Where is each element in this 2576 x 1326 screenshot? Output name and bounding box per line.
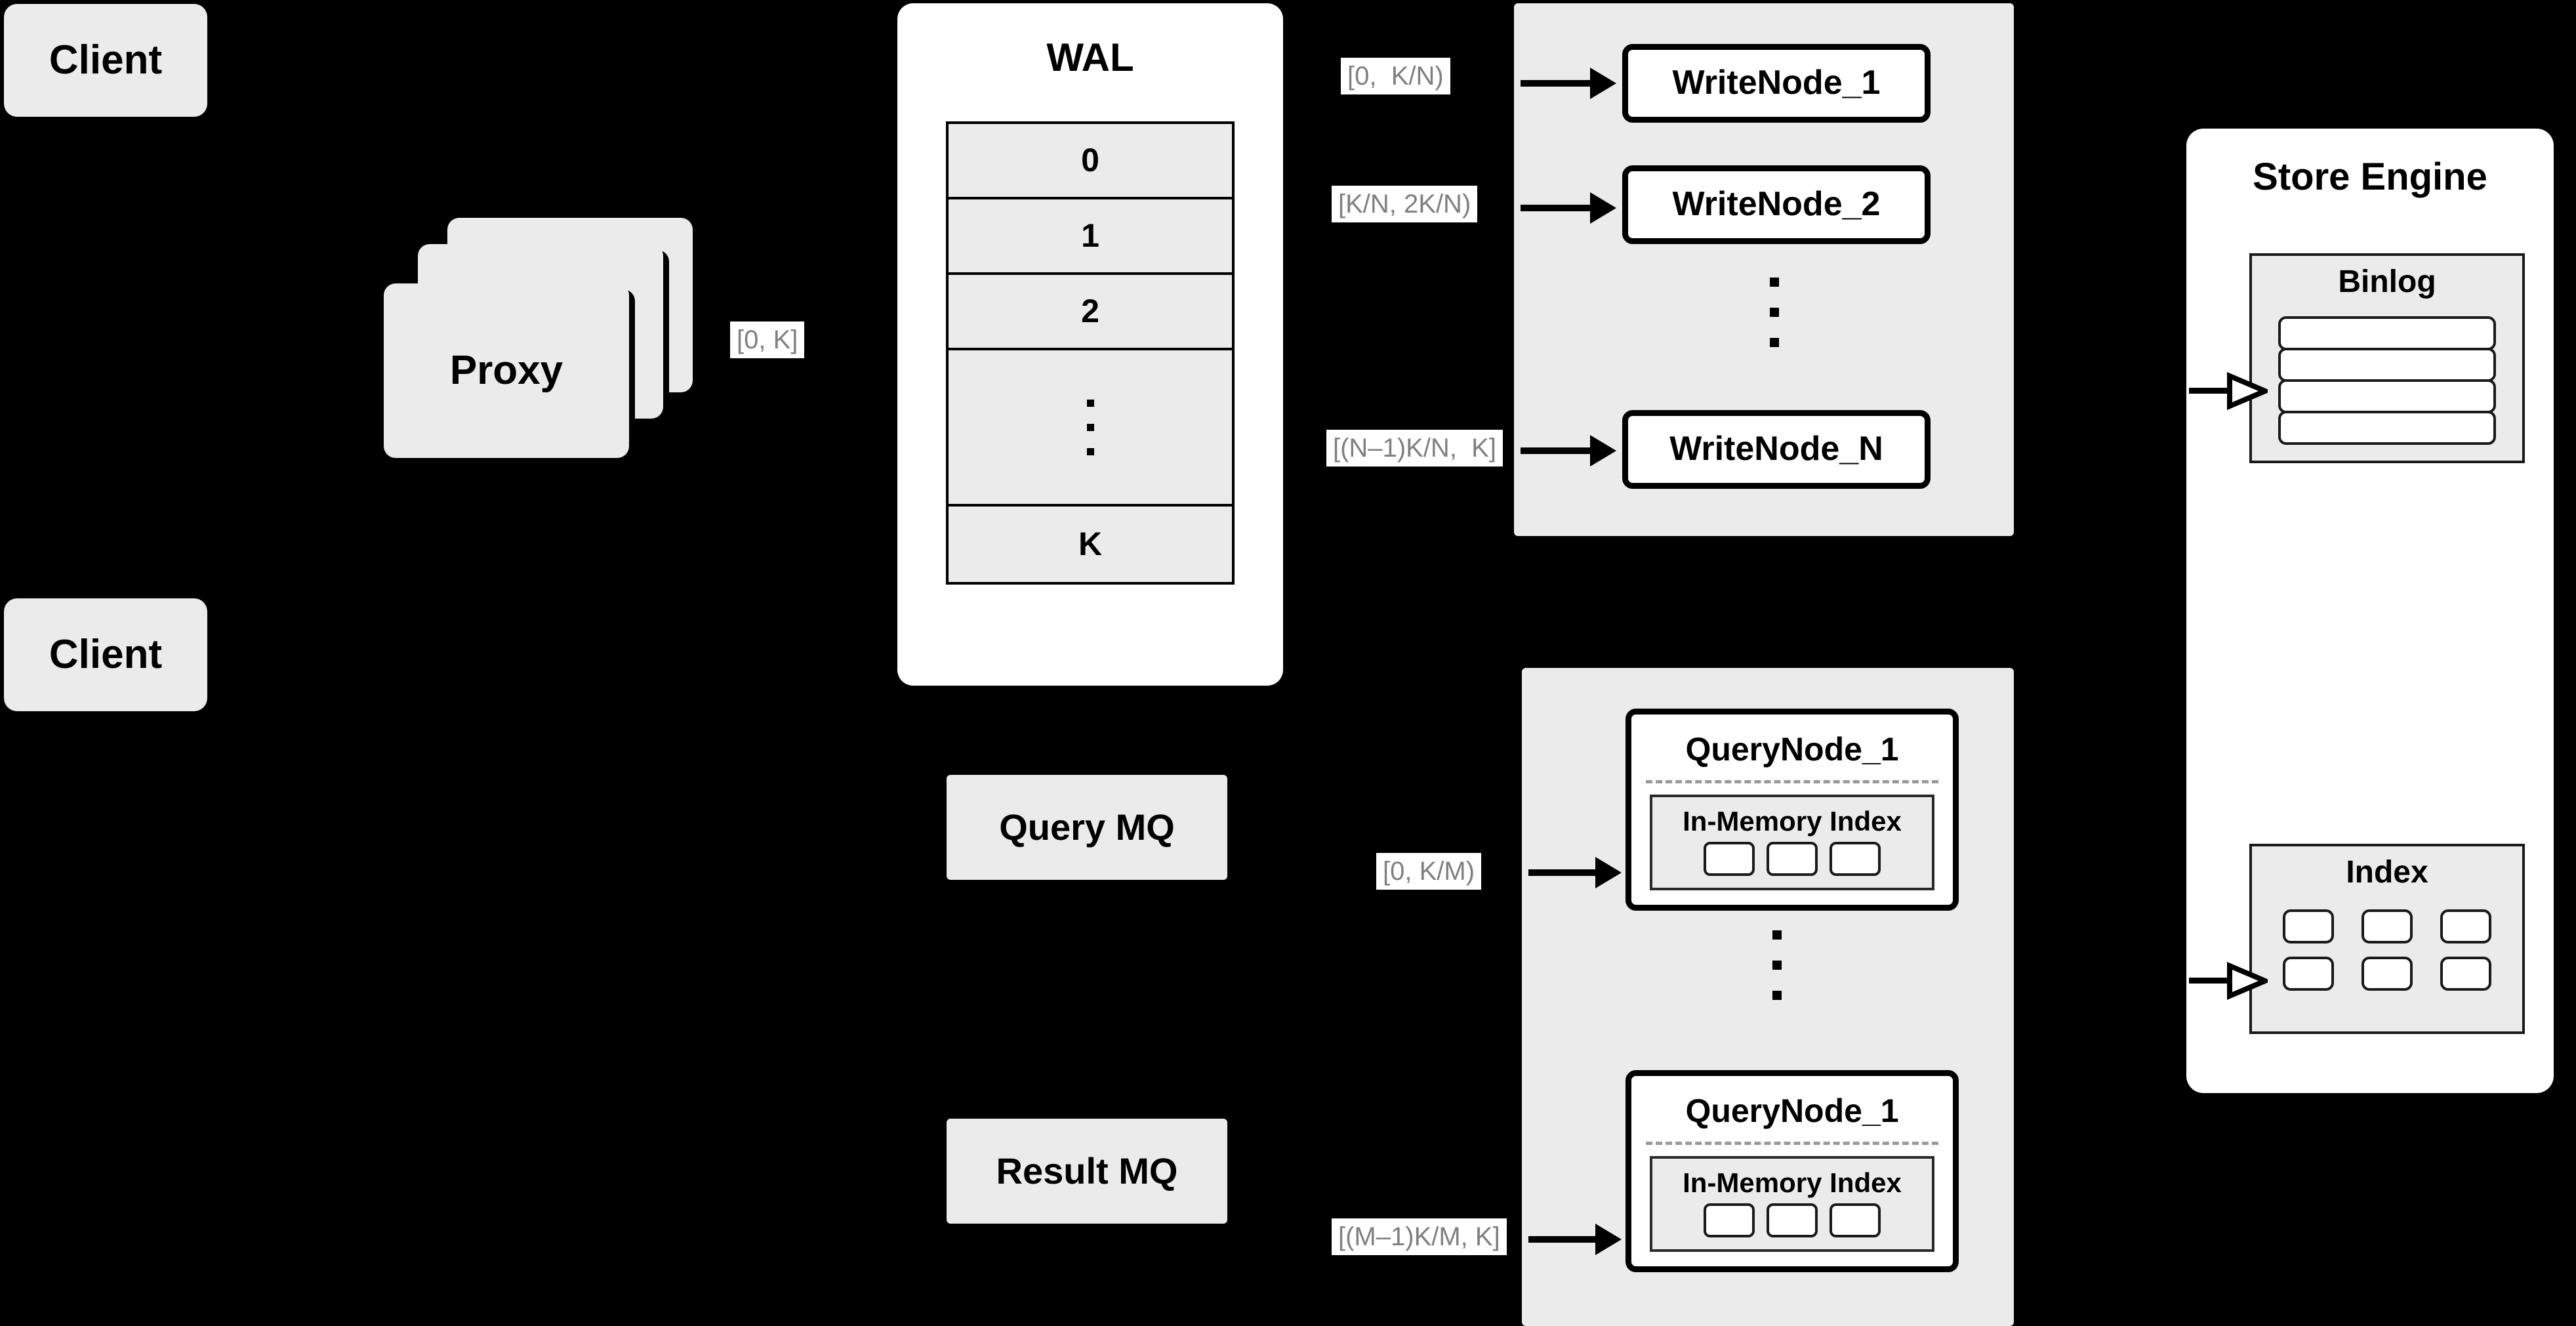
wal-entry-2: 2: [949, 275, 1232, 350]
store-engine-title: Store Engine: [2253, 155, 2487, 198]
arrow-wal-to-write-1: [1521, 80, 1594, 87]
arrow-wal-to-write-n: [1521, 447, 1594, 454]
edge-label-proxy-to-wal: [0, K]: [730, 321, 805, 358]
query-node-1: QueryNode_1 In-Memory Index: [1625, 709, 1959, 911]
wal-title: WAL: [1046, 35, 1134, 79]
index-panel: Index: [2249, 844, 2525, 1034]
index-cell: [2440, 909, 2491, 943]
client-box-1: Client: [4, 4, 207, 117]
ellipsis-dot: [1770, 338, 1779, 347]
ellipsis-dot: [1772, 991, 1782, 1000]
ellipsis-dot: [1772, 961, 1782, 970]
write-node-2-label: WriteNode_2: [1672, 185, 1881, 224]
in-memory-index-cells-2: [1652, 1203, 1932, 1237]
query-node-m: QueryNode_1 In-Memory Index: [1625, 1070, 1959, 1272]
binlog-panel: Binlog: [2249, 253, 2525, 463]
write-cluster-ellipsis: [1770, 278, 1779, 347]
arrow-to-index: [2189, 961, 2268, 1000]
query-node-1-label: QueryNode_1: [1685, 731, 1899, 768]
binlog-row: [2278, 379, 2496, 413]
store-engine-panel: Store Engine Binlog Index: [2186, 129, 2554, 1093]
wal-panel: WAL 0 1 2 K: [897, 3, 1283, 686]
query-mq-box: Query MQ: [947, 775, 1227, 880]
result-mq-box: Result MQ: [947, 1119, 1227, 1224]
index-cell: [2283, 957, 2334, 991]
index-segment-cell: [1830, 1203, 1881, 1237]
index-segment-cell: [1704, 1203, 1755, 1237]
in-memory-index-title-2: In-Memory Index: [1683, 1167, 1902, 1198]
write-node-n-label: WriteNode_N: [1669, 430, 1883, 468]
result-mq-label: Result MQ: [996, 1150, 1178, 1192]
client-box-2: Client: [4, 598, 207, 711]
binlog-row: [2278, 411, 2496, 445]
binlog-rows: [2278, 316, 2496, 445]
index-cell: [2283, 909, 2334, 943]
index-segment-cell: [1704, 842, 1755, 876]
in-memory-index-cells-1: [1652, 842, 1932, 876]
client-label-1: Client: [49, 37, 163, 83]
binlog-row: [2278, 348, 2496, 382]
query-cluster-ellipsis: [1772, 930, 1782, 1000]
edge-label-mq-to-query-m: [(M–1)K/M, K]: [1332, 1218, 1507, 1255]
query-node-m-label: QueryNode_1: [1685, 1092, 1899, 1129]
query-node-cluster: QueryNode_1 In-Memory Index QueryNode_1 …: [1522, 668, 2014, 1326]
hollow-arrowhead-icon: [2227, 961, 2268, 1000]
wal-entry-0: 0: [949, 124, 1232, 199]
query-node-m-in-memory-index: In-Memory Index: [1650, 1156, 1934, 1252]
client-label-2: Client: [49, 631, 163, 677]
write-node-2: WriteNode_2: [1622, 165, 1931, 244]
edge-label-wal-to-write-2: [K/N, 2K/N): [1332, 186, 1478, 222]
binlog-row: [2278, 316, 2496, 350]
write-node-1-label: WriteNode_1: [1672, 64, 1881, 102]
index-segment-cell: [1767, 1203, 1818, 1237]
query-node-m-separator: [1646, 1142, 1938, 1145]
wal-entry-ellipsis: [949, 350, 1232, 507]
query-mq-label: Query MQ: [999, 806, 1175, 848]
index-cell: [2440, 957, 2491, 991]
binlog-title: Binlog: [2338, 264, 2436, 299]
index-cell: [2361, 909, 2413, 943]
arrow-mq-to-query-m: [1528, 1236, 1599, 1243]
ellipsis-dot: [1770, 278, 1779, 287]
arrow-to-binlog: [2189, 371, 2268, 410]
in-memory-index-title-1: In-Memory Index: [1683, 806, 1902, 837]
ellipsis-dot: [1086, 423, 1094, 431]
edge-label-wal-to-write-1: [0, K/N): [1341, 58, 1450, 94]
hollow-arrowhead-icon: [2227, 371, 2268, 410]
proxy-label: Proxy: [449, 347, 563, 393]
wal-entry-stack: 0 1 2 K: [946, 121, 1235, 585]
index-title: Index: [2346, 855, 2428, 890]
index-segment-cell: [1830, 842, 1881, 876]
arrow-wal-to-write-2: [1521, 205, 1594, 211]
query-node-1-in-memory-index: In-Memory Index: [1650, 795, 1934, 890]
wal-entry-k: K: [1078, 526, 1103, 562]
ellipsis-dot: [1772, 930, 1782, 940]
write-node-1: WriteNode_1: [1622, 44, 1931, 123]
ellipsis-dot: [1086, 399, 1094, 407]
index-grid: [2274, 909, 2500, 991]
arrow-mq-to-query-1: [1528, 869, 1599, 876]
proxy-box: Proxy: [384, 283, 629, 458]
wal-entry-1: 1: [949, 199, 1232, 275]
index-cell: [2361, 957, 2413, 991]
query-node-1-separator: [1646, 780, 1938, 783]
ellipsis-dot: [1770, 308, 1779, 317]
index-segment-cell: [1767, 842, 1818, 876]
write-node-n: WriteNode_N: [1622, 410, 1931, 489]
ellipsis-dot: [1086, 447, 1094, 455]
edge-label-wal-to-write-n: [(N–1)K/N, K]: [1326, 430, 1503, 466]
edge-label-mq-to-query-1: [0, K/M): [1376, 853, 1482, 890]
